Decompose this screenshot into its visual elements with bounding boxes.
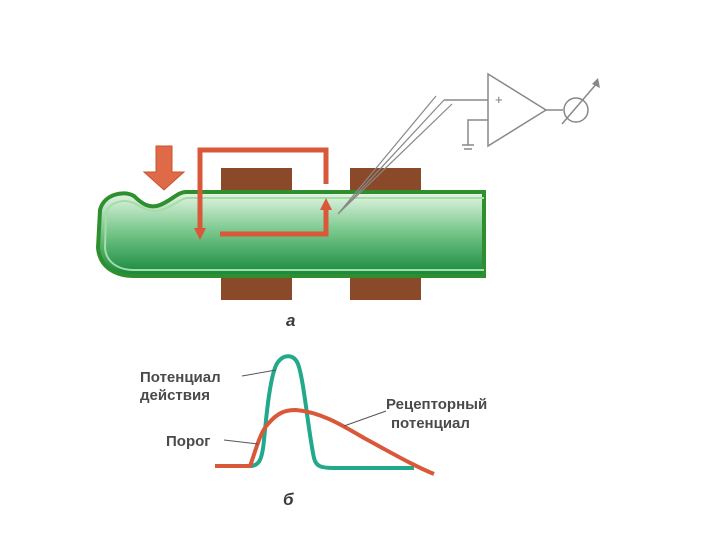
panel-b-letter: б — [283, 490, 294, 509]
receptor-potential-label-line2: потенциал — [391, 415, 470, 432]
action-potential-label-line1: Потенциал — [140, 369, 221, 386]
receptor-potential-label-line1: Рецепторный — [386, 396, 487, 413]
current-loop-outer-arrowhead — [194, 228, 206, 240]
current-loop-outer — [197, 147, 329, 232]
ground-symbol — [462, 119, 488, 150]
pressure-arrow — [142, 145, 186, 191]
current-loop-inner — [220, 206, 329, 237]
panel-a: + а — [95, 72, 600, 330]
action-potential-curve — [249, 354, 414, 470]
amplifier-plus-sign: + — [495, 92, 503, 107]
threshold-label: Порог — [166, 433, 211, 450]
action-potential-label-line2: действия — [140, 387, 210, 404]
panel-a-letter: а — [286, 311, 295, 330]
microelectrode — [337, 95, 453, 215]
lower-left-block — [221, 274, 292, 300]
upper-right-block — [350, 168, 421, 194]
upper-left-block — [221, 168, 292, 194]
lower-right-block — [350, 274, 421, 300]
receptor-potential-curve — [215, 407, 435, 476]
meter-arrowhead — [592, 78, 600, 88]
meter-arrow — [561, 81, 599, 125]
amplifier-triangle — [487, 72, 548, 148]
fiber-inner-outline — [103, 197, 484, 271]
panel-b: Потенциал действия Порог Рецепторный пот… — [140, 354, 487, 509]
receptor-potential-leader — [343, 410, 387, 427]
meter-circle — [563, 97, 589, 123]
threshold-leader — [223, 439, 259, 445]
current-loop-inner-arrowhead — [320, 198, 332, 210]
action-potential-leader — [241, 369, 277, 377]
